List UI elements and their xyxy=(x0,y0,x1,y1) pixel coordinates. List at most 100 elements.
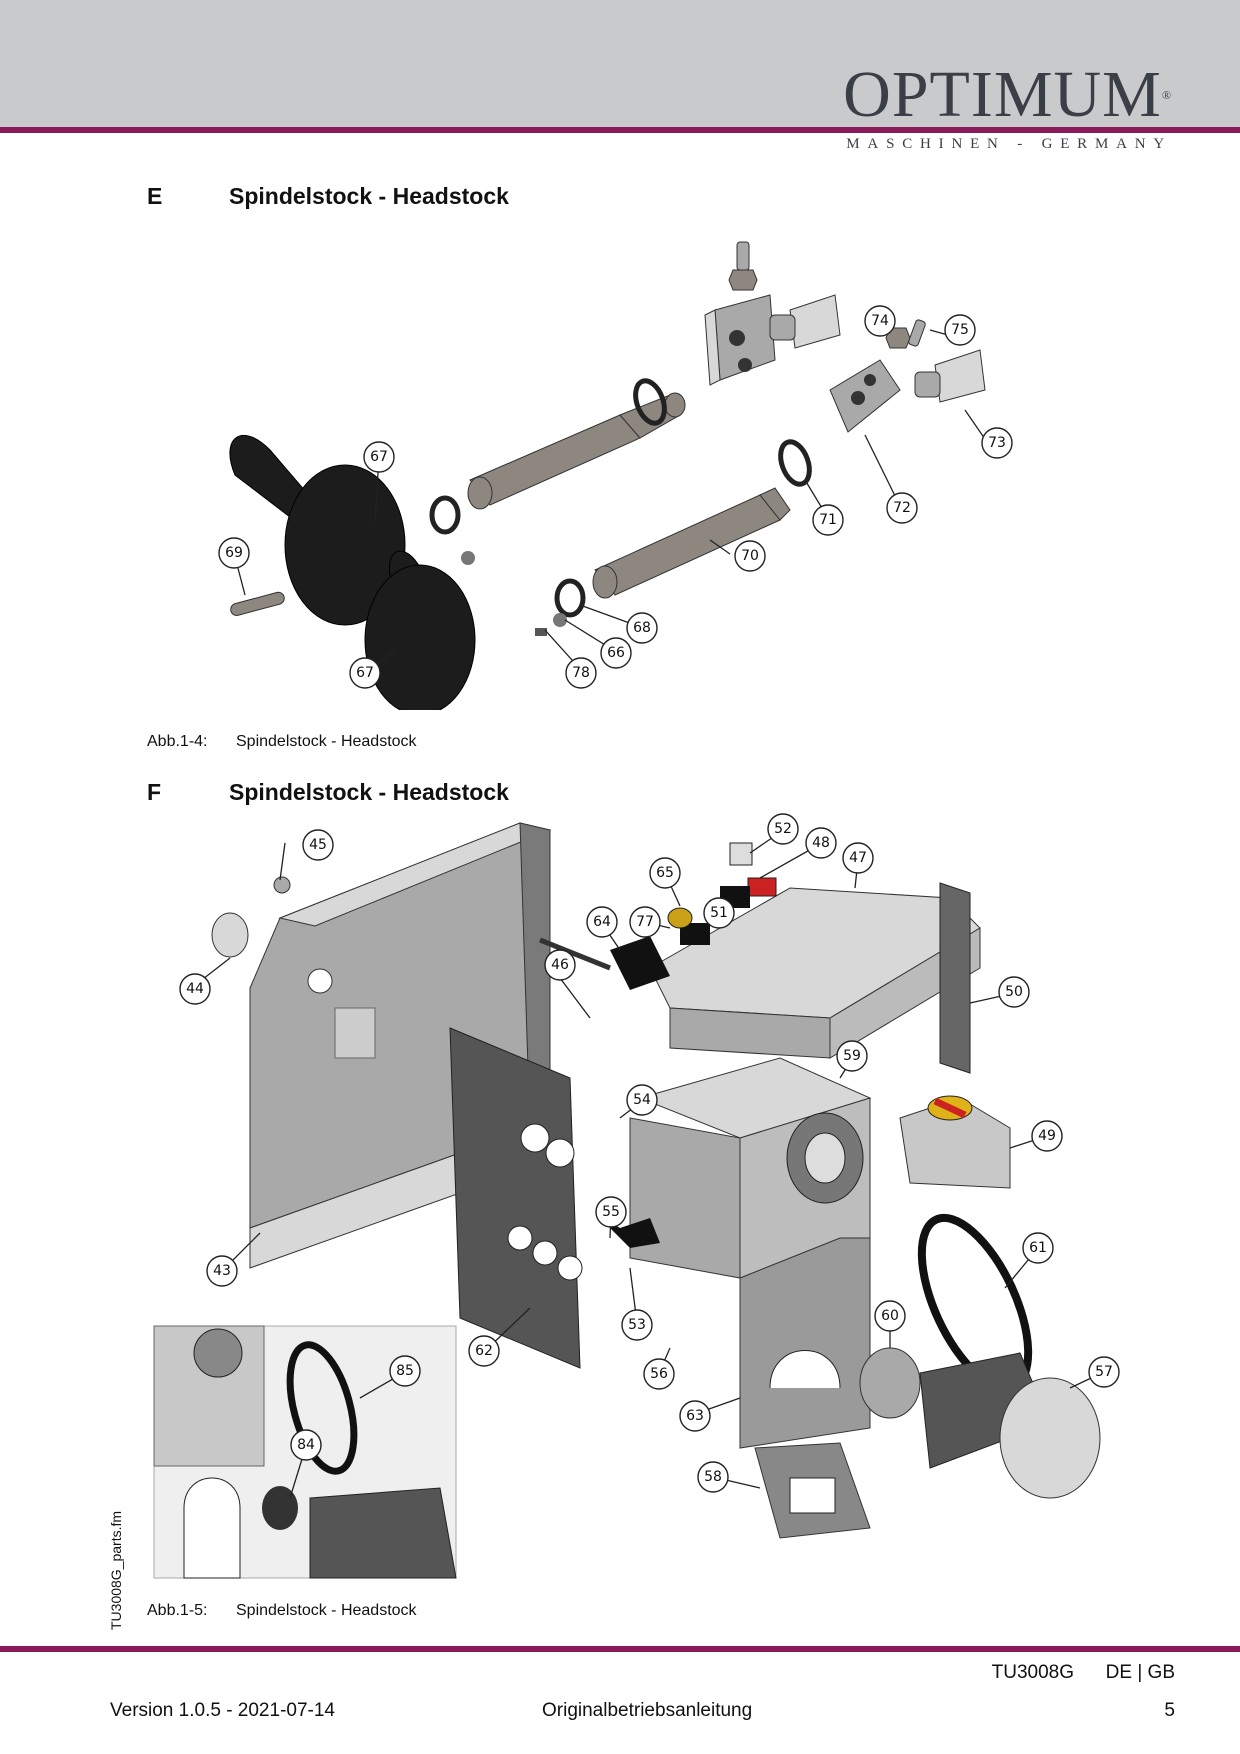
svg-text:49: 49 xyxy=(1038,1128,1056,1144)
figure-f-caption-ref: Abb.1-5: xyxy=(147,1602,208,1619)
callout-67-upper: 67 xyxy=(363,441,395,473)
callout-66: 66 xyxy=(600,637,632,669)
bracket-plate xyxy=(739,1237,871,1449)
cover-disc xyxy=(211,876,291,958)
svg-text:75: 75 xyxy=(951,322,969,338)
svg-text:44: 44 xyxy=(186,981,204,997)
callout-51: 51 xyxy=(703,897,735,929)
upper-shaft xyxy=(467,392,686,510)
callout-64: 64 xyxy=(586,906,618,938)
callout-70: 70 xyxy=(734,540,766,572)
svg-text:85: 85 xyxy=(396,1363,414,1379)
callout-60: 60 xyxy=(874,1300,906,1332)
rings xyxy=(429,378,812,618)
callout-65: 65 xyxy=(649,857,681,889)
svg-text:47: 47 xyxy=(849,850,867,866)
svg-text:51: 51 xyxy=(710,905,728,921)
motor-mount xyxy=(754,1442,871,1539)
svg-text:55: 55 xyxy=(602,1204,620,1220)
callout-47: 47 xyxy=(842,842,874,874)
svg-text:78: 78 xyxy=(572,665,590,681)
svg-text:45: 45 xyxy=(309,837,327,853)
callout-78: 78 xyxy=(565,657,597,689)
switch-box xyxy=(899,1095,1011,1189)
svg-text:48: 48 xyxy=(812,835,830,851)
svg-text:74: 74 xyxy=(871,313,889,329)
callout-43: 43 xyxy=(206,1255,238,1287)
svg-text:60: 60 xyxy=(881,1308,899,1324)
svg-text:64: 64 xyxy=(593,914,611,930)
svg-text:77: 77 xyxy=(636,914,654,930)
callout-48: 48 xyxy=(805,827,837,859)
svg-text:66: 66 xyxy=(607,645,625,661)
callout-58: 58 xyxy=(697,1461,729,1493)
callout-74: 74 xyxy=(864,305,896,337)
svg-text:71: 71 xyxy=(819,512,837,528)
section-e-callouts: 67 69 67 78 66 68 70 71 72 73 74 75 xyxy=(218,305,1013,689)
callout-50: 50 xyxy=(998,976,1030,1008)
svg-text:46: 46 xyxy=(551,957,569,973)
callout-85: 85 xyxy=(389,1355,421,1387)
callout-72: 72 xyxy=(886,492,918,524)
upper-block xyxy=(704,241,776,386)
svg-text:67: 67 xyxy=(356,665,374,681)
svg-text:72: 72 xyxy=(893,500,911,516)
footer-doc-type: Originalbetriebsanleitung xyxy=(542,1700,753,1721)
brand-logo: OPTIMUM® MASCHINEN - GERMANY xyxy=(843,62,1172,153)
svg-text:63: 63 xyxy=(686,1408,704,1424)
svg-text:61: 61 xyxy=(1029,1240,1047,1256)
svg-text:84: 84 xyxy=(297,1437,315,1453)
svg-text:67: 67 xyxy=(370,449,388,465)
callout-73: 73 xyxy=(981,427,1013,459)
callout-77: 77 xyxy=(629,906,661,938)
svg-text:53: 53 xyxy=(628,1317,646,1333)
callout-62: 62 xyxy=(468,1335,500,1367)
footer-page-number: 5 xyxy=(1164,1700,1175,1721)
svg-text:62: 62 xyxy=(475,1343,493,1359)
svg-text:65: 65 xyxy=(656,865,674,881)
svg-text:50: 50 xyxy=(1005,984,1023,1000)
figure-f-caption-text: Spindelstock - Headstock xyxy=(236,1602,417,1619)
callout-63: 63 xyxy=(679,1400,711,1432)
motor xyxy=(859,1347,1101,1499)
footer-version: Version 1.0.5 - 2021-07-14 xyxy=(110,1700,335,1721)
callout-61: 61 xyxy=(1022,1232,1054,1264)
callout-55: 55 xyxy=(595,1196,627,1228)
headstock-housing-diagram: 45 44 43 46 64 77 65 51 52 48 47 50 59 5… xyxy=(153,813,1120,1579)
control-panel xyxy=(449,1027,583,1369)
headstock-shaft-diagram: 67 69 67 78 66 68 70 71 72 73 74 75 xyxy=(218,241,1013,710)
gearbox xyxy=(595,1057,872,1279)
callout-69: 69 xyxy=(218,537,250,569)
callout-59: 59 xyxy=(836,1040,868,1072)
callout-44: 44 xyxy=(179,973,211,1005)
svg-text:57: 57 xyxy=(1095,1364,1113,1380)
callout-49: 49 xyxy=(1031,1120,1063,1152)
callout-57: 57 xyxy=(1088,1356,1120,1388)
callout-68: 68 xyxy=(626,612,658,644)
brand-subtitle: MASCHINEN - GERMANY xyxy=(846,136,1172,152)
svg-text:58: 58 xyxy=(704,1469,722,1485)
callout-67-lower: 67 xyxy=(349,657,381,689)
section-f-title: Spindelstock - Headstock xyxy=(229,779,509,805)
svg-text:56: 56 xyxy=(650,1366,668,1382)
lower-bracket xyxy=(914,349,986,403)
header-band xyxy=(0,0,1240,128)
figure-e-caption-ref: Abb.1-4: xyxy=(147,733,208,750)
callout-46: 46 xyxy=(544,949,576,981)
section-e-letter: E xyxy=(147,183,163,209)
lower-block xyxy=(829,319,926,433)
brand-registered-mark: ® xyxy=(1161,88,1172,102)
callout-53: 53 xyxy=(621,1309,653,1341)
section-e-title: Spindelstock - Headstock xyxy=(229,183,509,209)
header-rule xyxy=(0,127,1240,133)
footer-rule xyxy=(0,1646,1240,1652)
svg-text:70: 70 xyxy=(741,548,759,564)
upper-bracket xyxy=(769,294,841,349)
section-f-callouts: 45 44 43 46 64 77 65 51 52 48 47 50 59 5… xyxy=(179,813,1120,1493)
svg-text:69: 69 xyxy=(225,545,243,561)
callout-54: 54 xyxy=(626,1084,658,1116)
svg-text:68: 68 xyxy=(633,620,651,636)
svg-text:59: 59 xyxy=(843,1048,861,1064)
section-f-letter: F xyxy=(147,779,162,805)
svg-text:73: 73 xyxy=(988,435,1006,451)
